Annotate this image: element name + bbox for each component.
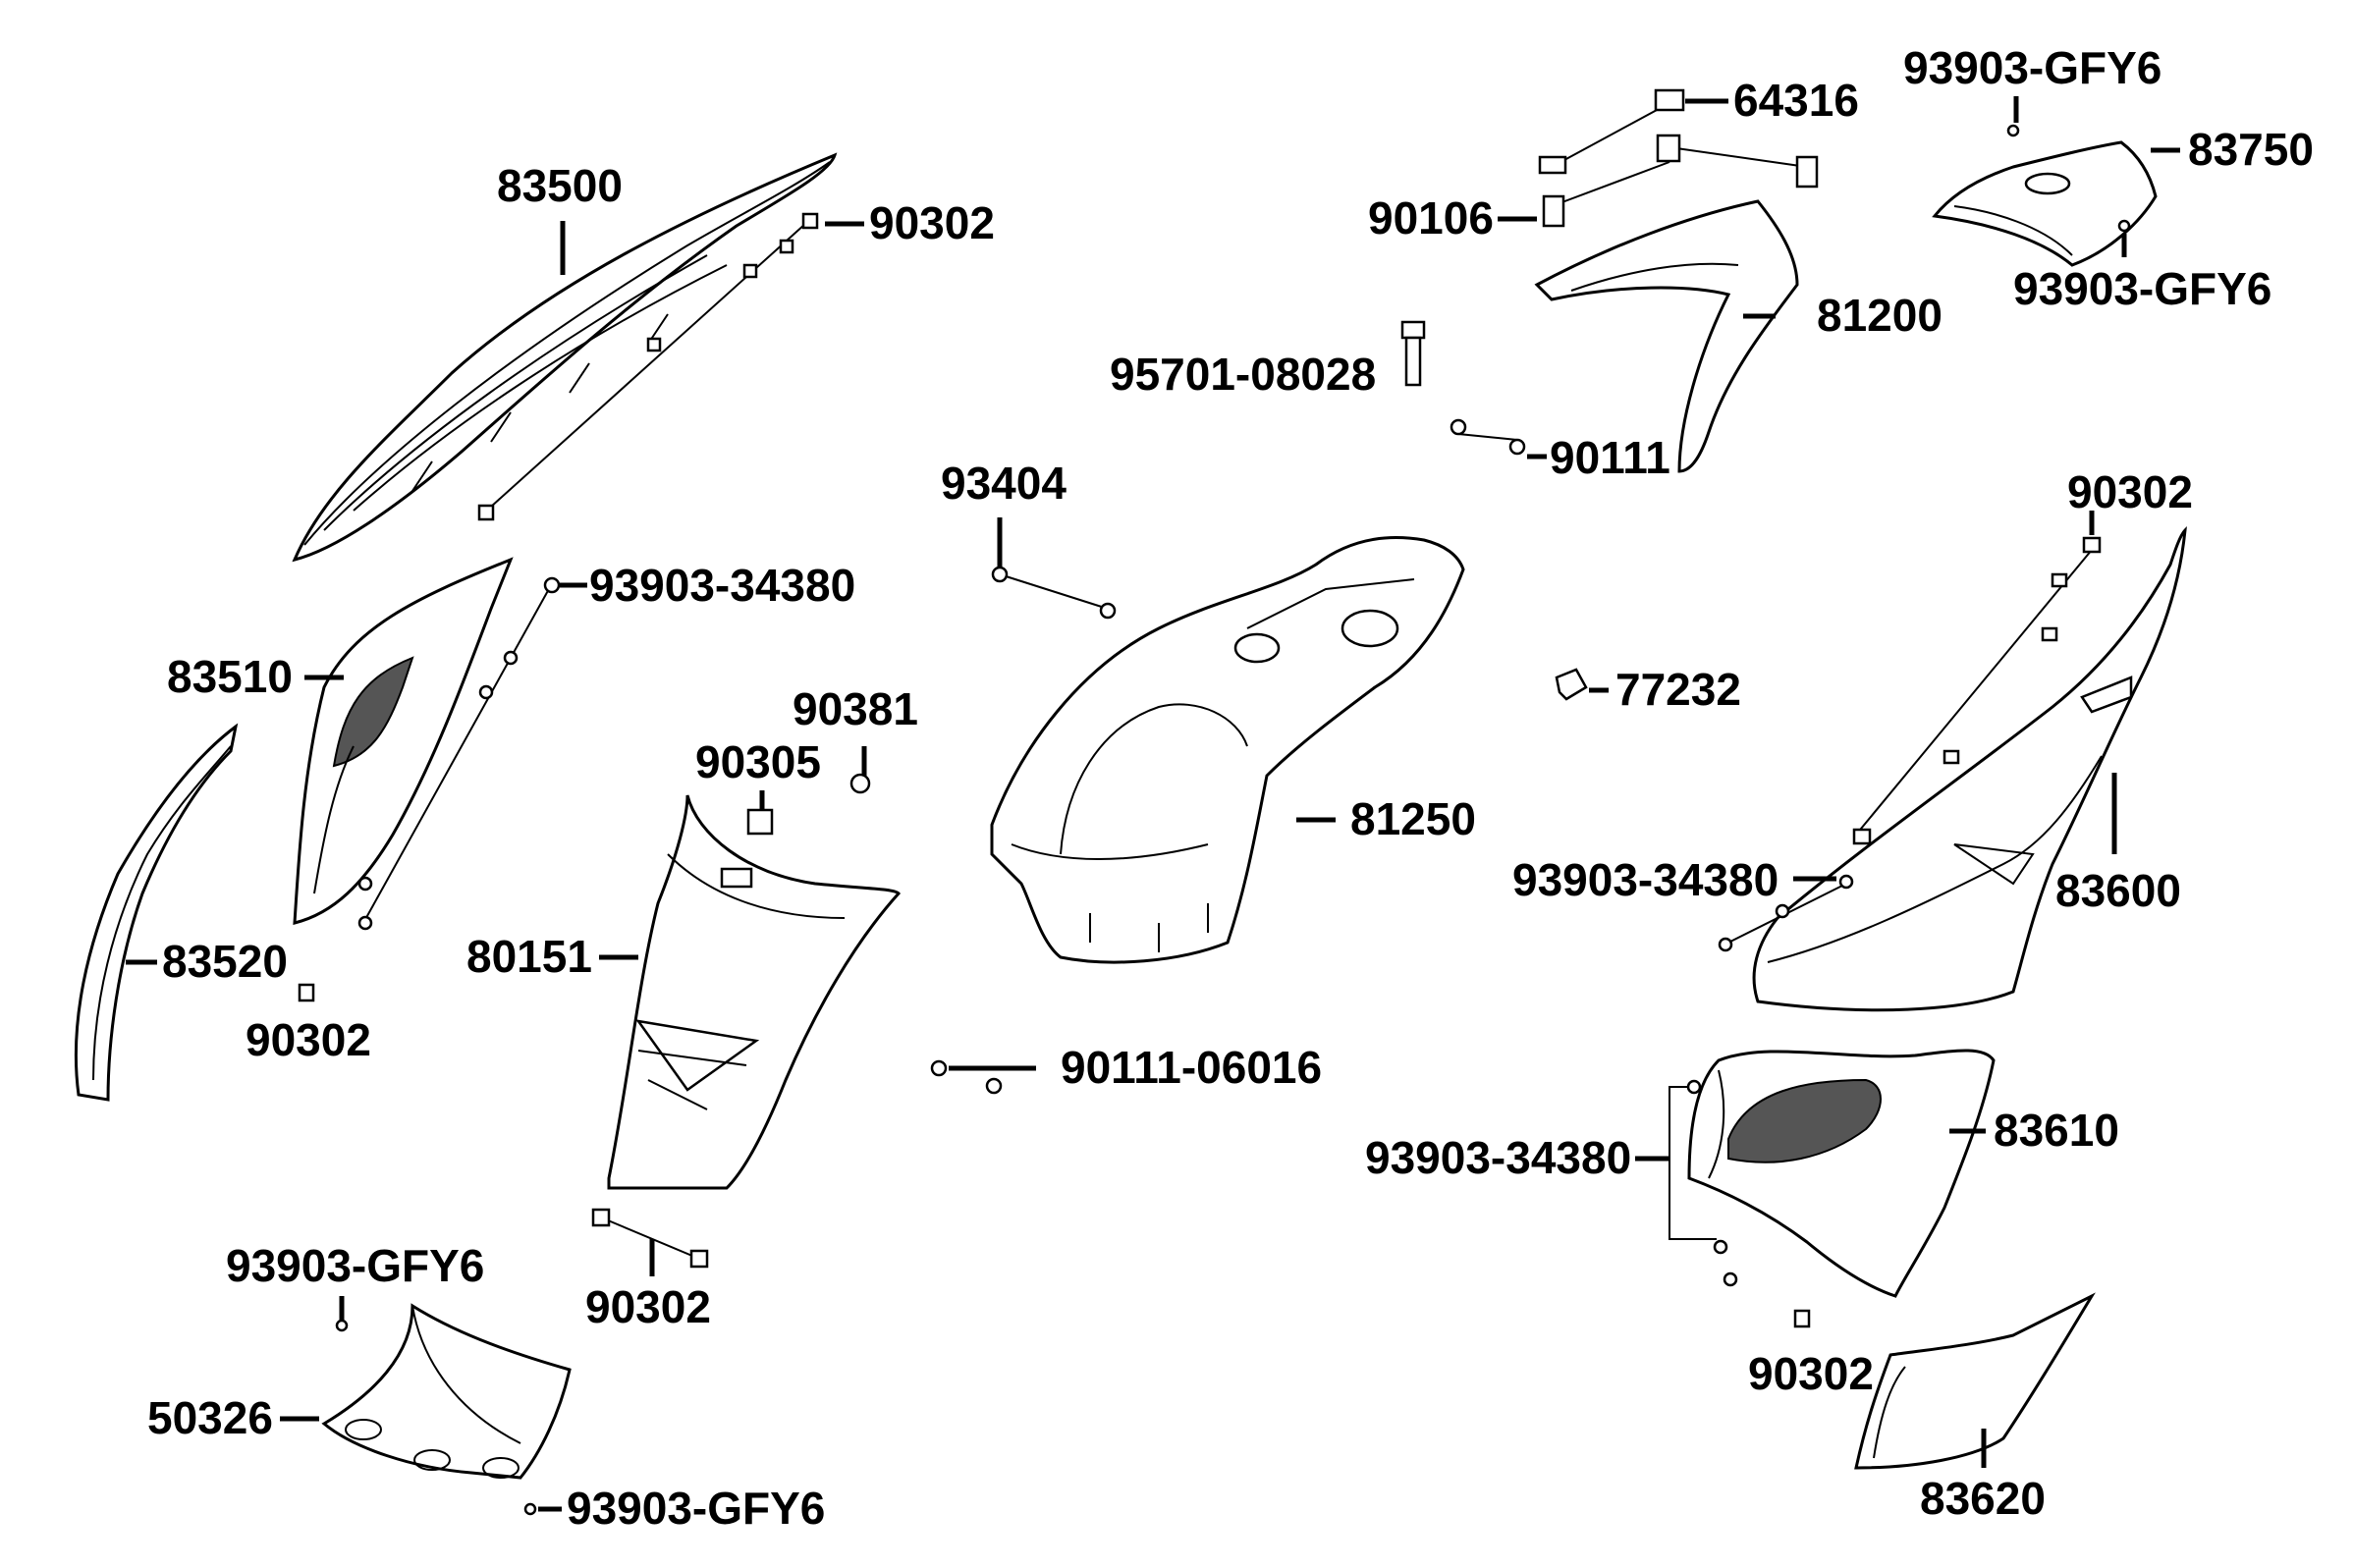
label-93903-34380-right: 93903-34380: [1512, 854, 1778, 905]
label-83500: 83500: [497, 160, 623, 211]
clip-90302-lower-right: [1793, 1309, 1811, 1328]
screw-93903-gfy6-c: [2006, 96, 2020, 137]
label-90302-lower-right: 90302: [1748, 1348, 1874, 1399]
part-83600-right-side-cover: [1752, 525, 2187, 1012]
nut-90305: [746, 790, 774, 836]
label-64316: 64316: [1733, 75, 1859, 126]
label-90305: 90305: [695, 736, 821, 787]
leader-93903-34380-left: [357, 576, 587, 931]
screws-93903-34380-lower: [1635, 1079, 1738, 1287]
label-90302-right: 90302: [2067, 466, 2193, 517]
label-93404: 93404: [941, 458, 1067, 509]
part-83620-lower-trim: [1854, 1292, 2096, 1470]
part-83500-rear-upper-cover: [292, 152, 838, 563]
clips-90302-bottom: [591, 1208, 709, 1276]
label-93903-gfy6-a: 93903-GFY6: [226, 1240, 484, 1291]
screws-93903-34380-right: [1718, 874, 1854, 952]
screw-93903-gfy6-a: [335, 1296, 349, 1332]
label-83510: 83510: [167, 651, 293, 702]
part-50326-floor-cover: [321, 1303, 572, 1480]
label-80151: 80151: [466, 931, 592, 982]
bolts-90106-64316: [1498, 88, 1819, 228]
label-83600: 83600: [2055, 865, 2181, 916]
bolt-90381: [849, 746, 871, 794]
label-93903-gfy6-d: 93903-GFY6: [2013, 263, 2271, 314]
screw-93903-gfy6-b: [523, 1502, 562, 1516]
rod-93404: [991, 517, 1117, 620]
label-83520: 83520: [162, 936, 288, 987]
label-83620: 83620: [1920, 1473, 2046, 1524]
label-77232: 77232: [1615, 664, 1741, 715]
part-83750-rear-cover: [1932, 140, 2158, 267]
part-81200-grab-rail: [1534, 199, 1799, 473]
label-93903-34380-left: 93903-34380: [589, 560, 855, 611]
label-90111-06016: 90111-06016: [1061, 1042, 1322, 1093]
part-80151-inner-panel: [607, 794, 902, 1190]
clips-90302-right: [1852, 511, 2102, 845]
part-77232-clip: [1555, 668, 1609, 701]
label-90111: 90111: [1550, 432, 1670, 483]
clip-90302-left: [298, 983, 315, 1002]
label-90106: 90106: [1368, 192, 1494, 243]
label-93903-gfy6-b: 93903-GFY6: [567, 1483, 825, 1534]
leader-90302-top: [477, 212, 864, 521]
part-81250-helmet-box: [990, 536, 1465, 964]
label-90302-left: 90302: [246, 1014, 371, 1065]
screw-93903-gfy6-d: [2117, 219, 2131, 257]
label-93903-34380-lower: 93903-34380: [1365, 1132, 1631, 1183]
part-83510-side-panel: [293, 557, 514, 925]
bolts-90111-06016: [930, 1059, 1036, 1095]
part-83610-lower-right-panel: [1687, 1049, 1996, 1298]
label-90302-top: 90302: [869, 197, 995, 248]
label-81200: 81200: [1817, 290, 1943, 341]
bolts-90111: [1450, 418, 1547, 460]
label-83750: 83750: [2188, 124, 2314, 175]
label-93903-gfy6-c: 93903-GFY6: [1903, 42, 2161, 93]
label-81250: 81250: [1350, 793, 1476, 844]
label-50326: 50326: [147, 1392, 273, 1443]
label-90381: 90381: [793, 683, 918, 734]
bolt-95701-08028: [1400, 320, 1426, 387]
label-90302-bottom: 90302: [585, 1281, 711, 1332]
label-83610: 83610: [1994, 1105, 2119, 1156]
label-95701-08028: 95701-08028: [1110, 349, 1376, 400]
part-83520-side-strip: [74, 723, 239, 1102]
